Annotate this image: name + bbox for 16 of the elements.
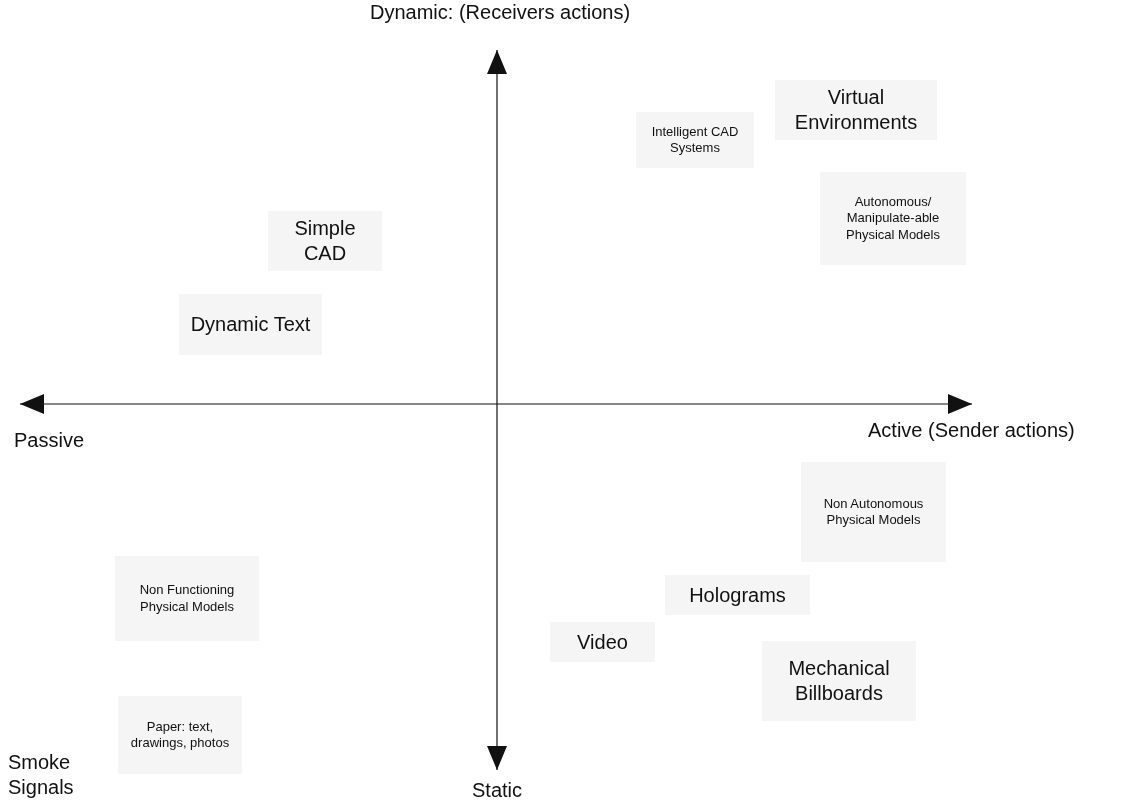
category-box: Holograms — [665, 575, 810, 615]
axis-label: Static — [472, 778, 523, 803]
category-box: Virtual Environments — [775, 80, 937, 140]
axis-label: Passive — [14, 428, 85, 453]
axis-label: Active (Sender actions) — [868, 418, 1075, 443]
category-box: Mechanical Billboards — [762, 641, 916, 721]
category-box: Intelligent CAD Systems — [636, 112, 754, 168]
category-box: Paper: text, drawings, photos — [118, 696, 242, 774]
category-box: Non Autonomous Physical Models — [801, 462, 946, 562]
axis-label: Dynamic: (Receivers actions) — [370, 0, 631, 25]
category-box: Non Functioning Physical Models — [115, 556, 259, 641]
category-box: Video — [550, 622, 655, 662]
item-label: Smoke Signals — [8, 750, 75, 800]
category-box: Autonomous/ Manipulate-able Physical Models — [820, 172, 966, 265]
category-box: Dynamic Text — [179, 294, 322, 355]
category-box: Simple CAD — [268, 211, 382, 271]
